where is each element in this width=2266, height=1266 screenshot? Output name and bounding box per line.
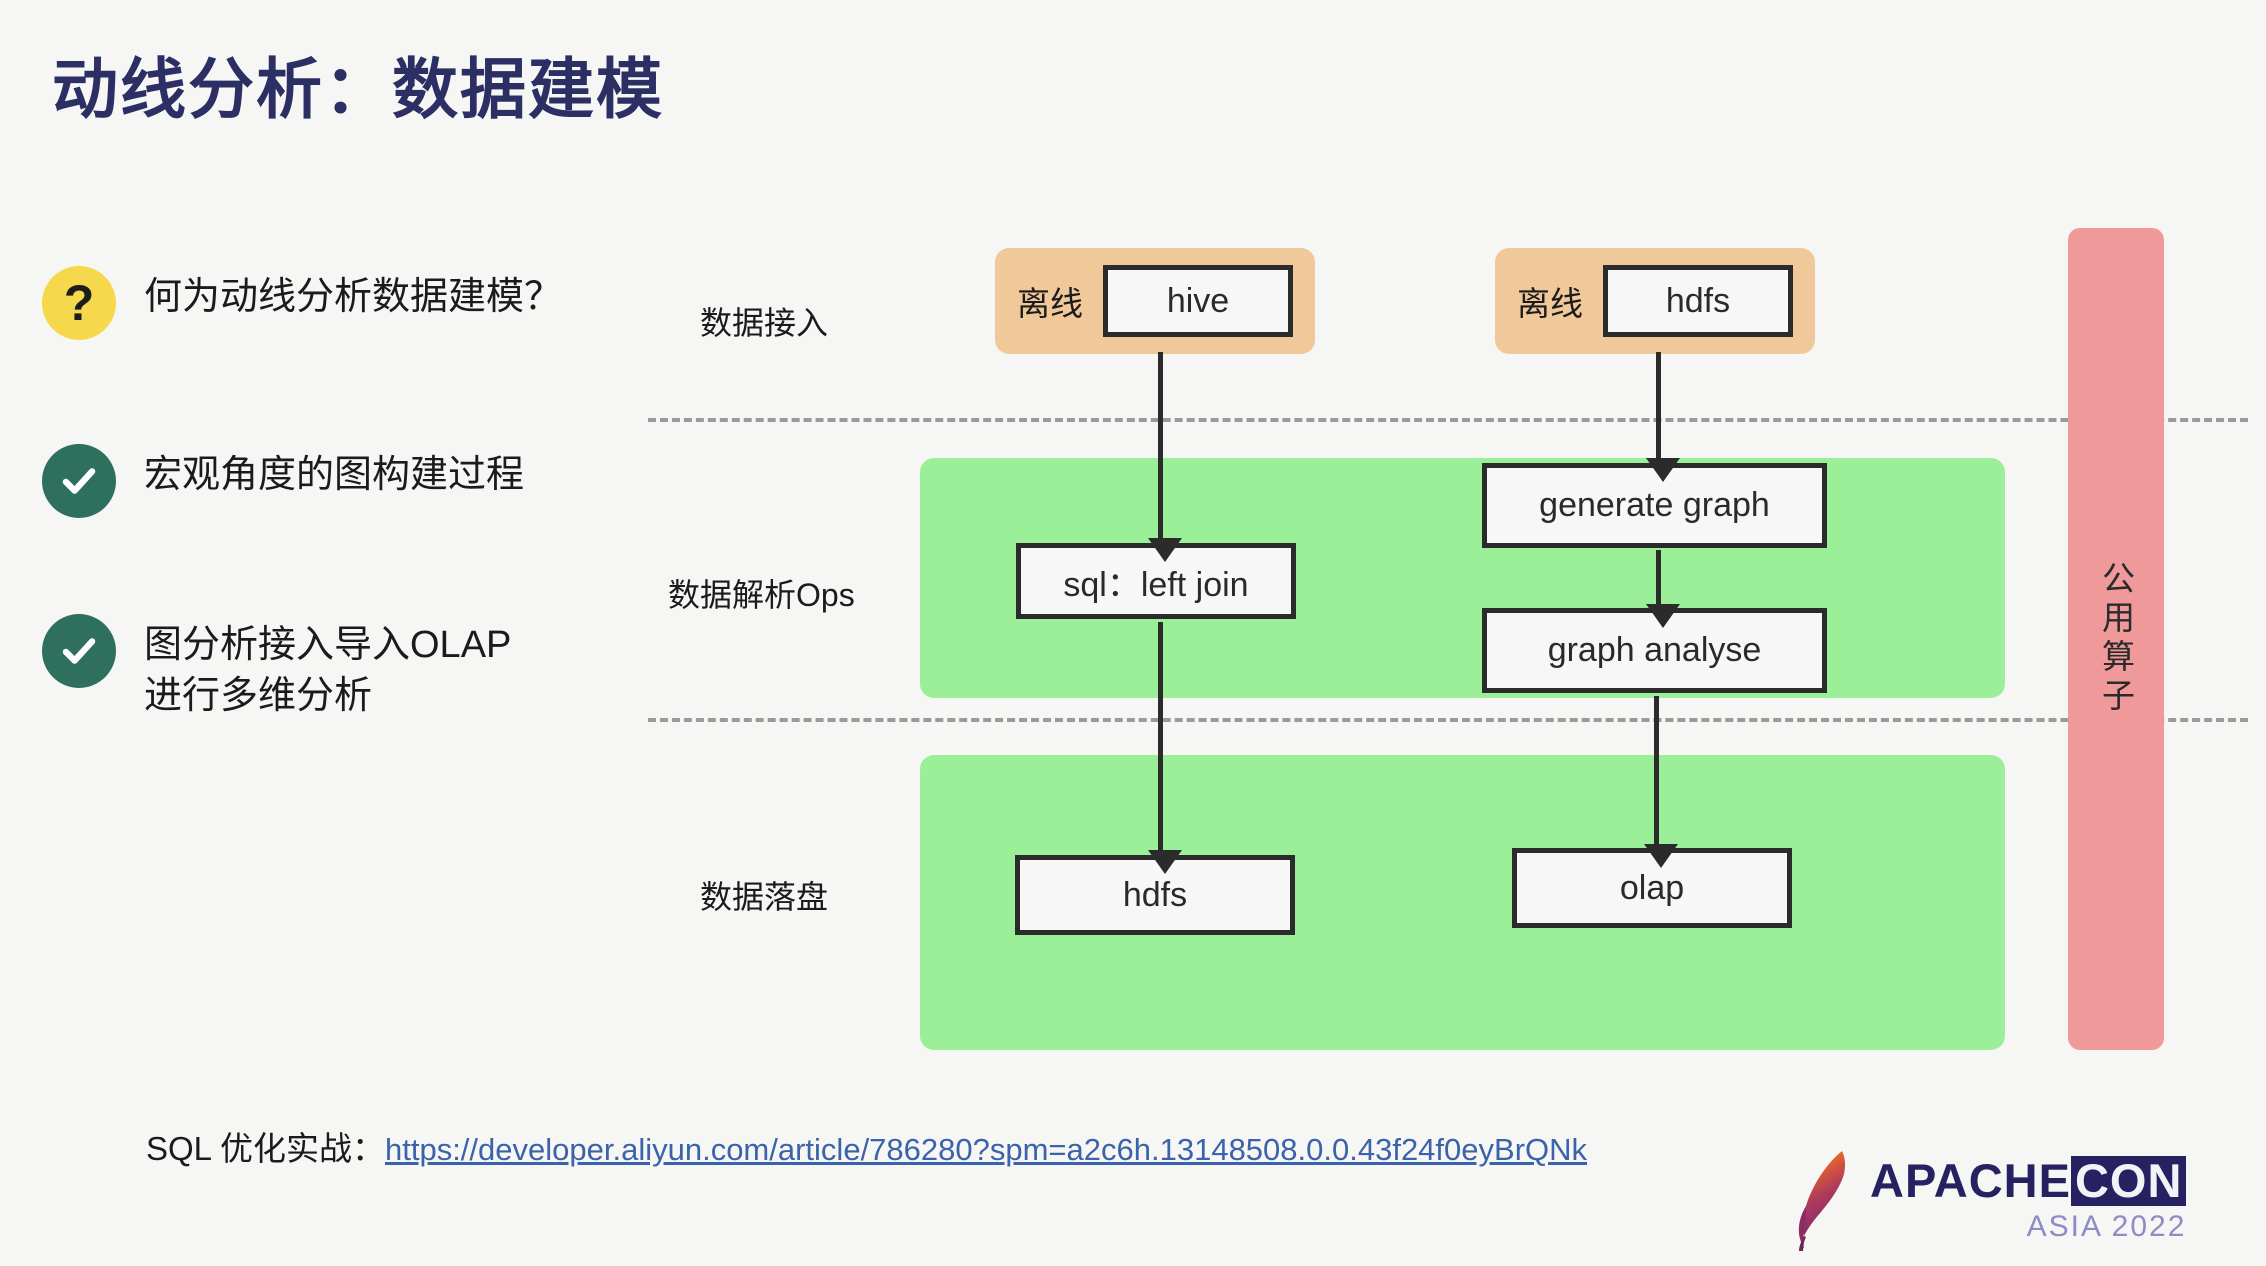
row-divider-1: [648, 418, 2248, 422]
row-label-data-intake: 数据接入: [700, 305, 829, 341]
apachecon-wordmark-row: APACHE CON: [1870, 1153, 2187, 1207]
intake-group-hdfs: 离线 hdfs: [1495, 248, 1815, 354]
intake-label-offline: 离线: [1517, 285, 1583, 322]
logo-apache-text: APACHE: [1870, 1153, 2071, 1207]
bullet-label-2: 图分析接入导入OLAP 进行多维分析: [144, 624, 512, 718]
intake-group-hive: 离线 hive: [995, 248, 1315, 354]
node-hdfs-source[interactable]: hdfs: [1603, 265, 1793, 337]
page-title: 动线分析：数据建模: [52, 52, 664, 126]
arrow-sql-to-hdfs-output: [1148, 622, 1182, 874]
bullet-item-2: 图分析接入导入OLAP 进行多维分析: [42, 614, 512, 723]
common-operator-column: 公用算子: [2068, 228, 2164, 1050]
arrow-graph-analyse-to-olap: [1644, 696, 1678, 868]
node-graph-analyse[interactable]: graph analyse: [1482, 608, 1827, 693]
apachecon-logo: APACHE CON ASIA 2022: [1790, 1148, 2187, 1252]
arrow-hive-to-sql: [1148, 352, 1182, 562]
intake-label-offline: 离线: [1017, 285, 1083, 322]
bullet-label-0: 何为动线分析数据建模？: [144, 276, 563, 318]
check-icon: [62, 468, 96, 494]
bullet-item-0: ? 何为动线分析数据建模？: [42, 266, 563, 340]
apache-feather-icon: [1798, 1151, 1846, 1251]
check-badge-icon: [42, 614, 116, 688]
row-label-data-landing: 数据落盘: [700, 879, 829, 915]
footer-label: SQL 优化实战：: [146, 1130, 385, 1167]
footer: SQL 优化实战： https://developer.aliyun.com/a…: [146, 1122, 1587, 1170]
apachecon-wordmark: APACHE CON ASIA 2022: [1870, 1153, 2187, 1245]
footer-link[interactable]: https://developer.aliyun.com/article/786…: [384, 1132, 1588, 1167]
question-mark-glyph: ?: [63, 275, 95, 331]
bullet-item-1: 宏观角度的图构建过程: [42, 444, 525, 518]
question-badge-icon: ?: [42, 266, 116, 340]
logo-con-text: CON: [2070, 1155, 2187, 1207]
node-sql-left-join[interactable]: sql：left join: [1016, 543, 1296, 619]
row-label-data-parse: 数据解析Ops: [668, 577, 855, 613]
check-icon: [62, 638, 96, 664]
bullet-label-1: 宏观角度的图构建过程: [144, 454, 525, 496]
node-hive[interactable]: hive: [1103, 265, 1293, 337]
check-badge-icon: [42, 444, 116, 518]
arrow-hdfs-to-generate-graph: [1646, 352, 1680, 482]
arrow-generate-graph-to-graph-analyse: [1646, 550, 1680, 628]
row-divider-2: [648, 718, 2248, 722]
logo-subtitle: ASIA 2022: [2026, 1210, 2187, 1244]
common-operator-label: 公用算子: [2097, 561, 2135, 717]
